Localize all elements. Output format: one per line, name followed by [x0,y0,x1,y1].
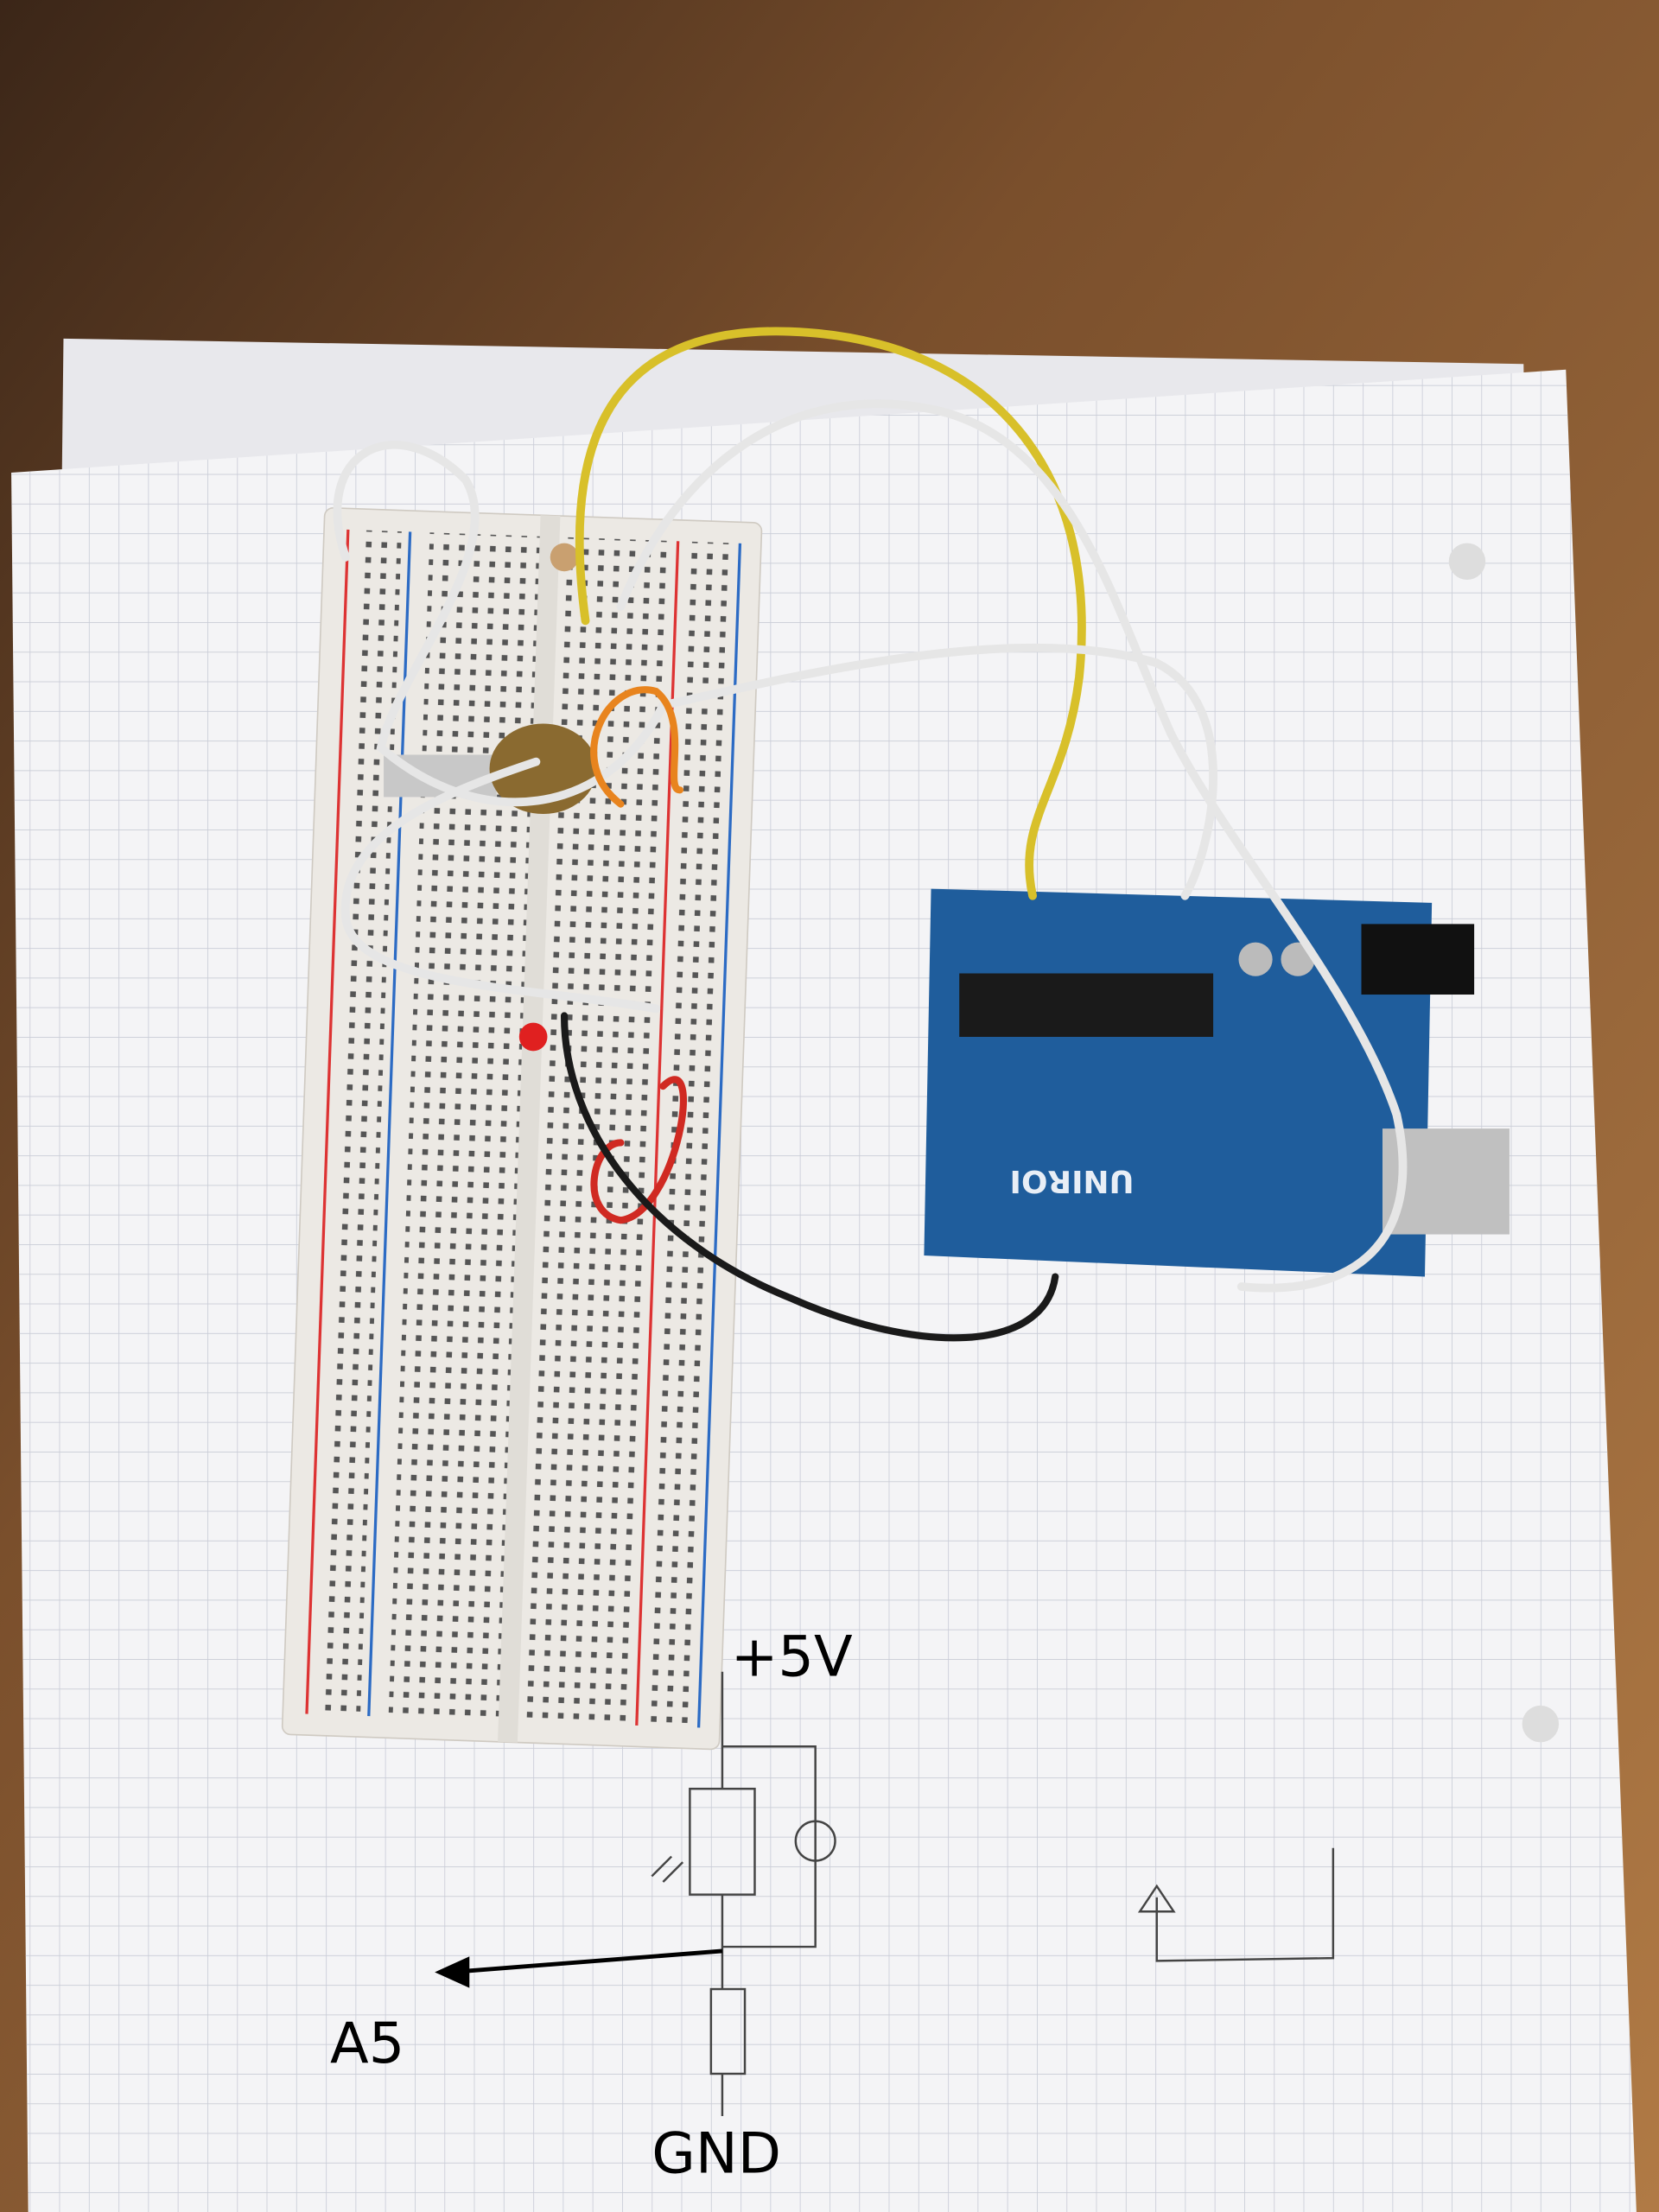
analog-pin-label: A5 [330,2011,404,2076]
photoresistor [550,543,579,572]
supply-label: +5V [731,1624,853,1690]
punch-hole [1448,543,1486,581]
black-wire [560,1012,1059,1342]
red-led [518,1022,548,1052]
paper-grid [11,369,1637,2212]
white-wire [333,441,1217,900]
red-wire [590,1076,687,1224]
arduino-board: UNIROI [924,888,1510,1277]
orange-wire [590,686,684,808]
white-wire [340,757,661,1014]
white-wire [616,399,1408,1293]
ground-label: GND [652,2120,781,2186]
punch-hole [1522,1705,1560,1743]
schematic-drawing [435,1671,1335,2116]
board-logo: UNIROI [1010,1163,1135,1198]
breadboard [281,507,763,1751]
wires [333,327,1408,1342]
yellow-wire [575,327,1086,900]
